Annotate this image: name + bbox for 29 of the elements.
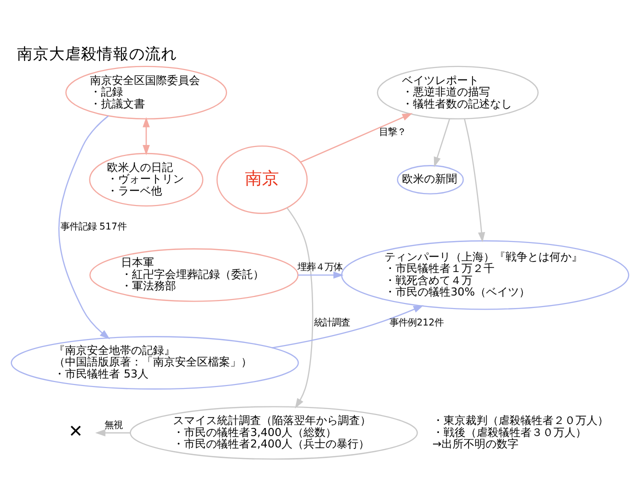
label: ・東京裁判（虐殺犠牲者２０万人） [432,414,608,428]
arrow [95,429,130,436]
arrow [142,117,150,156]
arrow [434,118,450,168]
node-ellipse: ティンパーリ（上海）『戦争とは何か』 ・市民犠牲者１万２千 ・戦死含めて４万 ・市民の犠牲30%（ベイツ） [341,240,630,310]
arrow [298,272,344,279]
arrow [464,118,486,242]
edge-label: 埋葬４万体 [297,262,342,274]
label: →出所不明の数字 [432,437,519,450]
arrow [300,113,413,163]
node-ellipse: 日本軍 ・紅卍字会埋葬記録（委託） ・軍法務部 [89,248,299,302]
node-ellipse: 南京 [216,145,308,214]
edge-label: 事件記録 517件 [60,221,126,232]
node-text: ✕ [68,422,83,442]
edge-label: 統計調査 [314,318,350,329]
node-ellipse: 『南京安全地帯の記録』 （中国語版原著：「南京安全区檔案」） ・市民犠牲者 53人 [10,336,299,390]
node-ellipse: 南京安全区国際委員会 ・記録 ・抗議文書 [65,66,228,120]
arrow [286,208,314,409]
arrow [272,305,424,348]
node-ellipse: 欧米人の日記 ・ヴォートリン ・ラーベ他 [89,152,204,206]
node-ellipse: ベイツレポート ・悪逆非道の描写 ・犠牲者数の記述なし [376,66,539,120]
edge-label: 目撃？ [378,126,406,138]
diagram-title: 南京大虐殺情報の流れ [17,44,178,63]
node-ellipse: スマイス統計調査（陥落翌年から調査） ・市民の犠牲者3,400人（総数） ・市民の犠牲者2,400人（兵士の暴行） [130,406,418,460]
label: ・戦後（虐殺犠牲者３０万人） [432,426,586,439]
arrow [58,115,110,340]
edge-label: 事件例212件 [390,318,444,329]
edge-label: 無視 [104,420,123,431]
node-ellipse: 欧米の新聞 [396,165,464,194]
